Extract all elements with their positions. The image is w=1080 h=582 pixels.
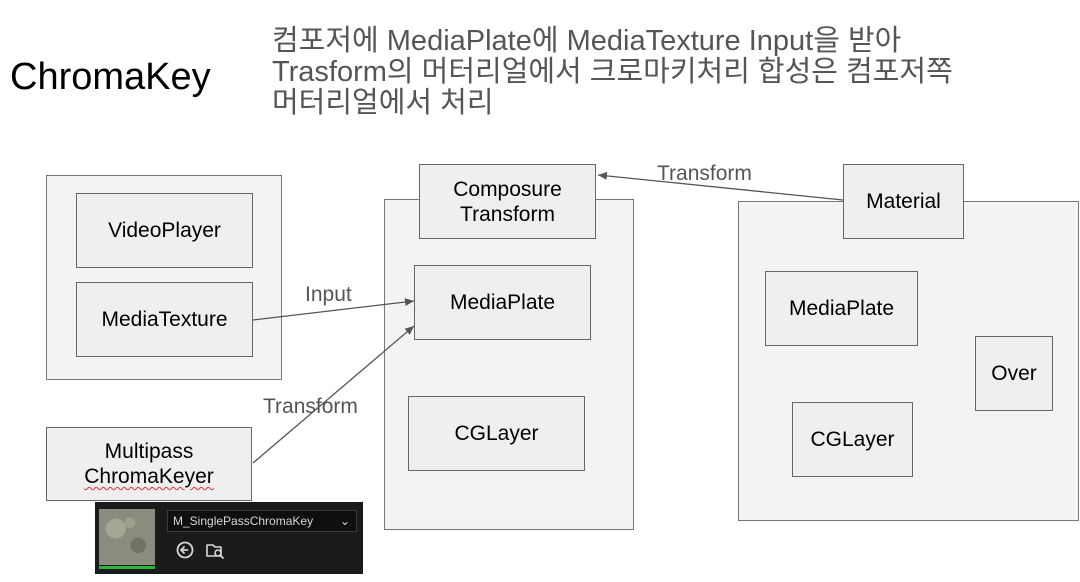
multipass-label-line1: Multipass bbox=[104, 440, 194, 463]
transform-top-edge-label: Transform bbox=[657, 162, 752, 185]
note-line-3: 머터리얼에서 처리 bbox=[272, 87, 494, 119]
asset-dropdown[interactable]: M_SinglePassChromaKey ⌄ bbox=[167, 510, 357, 532]
browse-back-icon[interactable] bbox=[175, 540, 195, 560]
media-plate-right-label: MediaPlate bbox=[788, 297, 895, 320]
note-line-2: Trasform의 머터리얼에서 크로마키처리 합성은 컴포저쪽 bbox=[272, 56, 953, 88]
chevron-down-icon: ⌄ bbox=[339, 514, 350, 528]
composure-label-line1: Composure bbox=[453, 177, 562, 201]
asset-picker-panel: M_SinglePassChromaKey ⌄ bbox=[95, 502, 363, 574]
composure-panel bbox=[384, 199, 634, 530]
material-node: Material bbox=[843, 164, 964, 239]
transform-left-arrow bbox=[252, 325, 415, 464]
diagram-title: ChromaKey bbox=[10, 56, 211, 98]
cg-layer-right-label: CGLayer bbox=[810, 428, 895, 451]
find-in-browser-icon[interactable] bbox=[205, 540, 225, 560]
media-plate-center-label: MediaPlate bbox=[449, 291, 556, 314]
input-arrow bbox=[252, 298, 415, 321]
video-player-node: VideoPlayer bbox=[76, 193, 253, 268]
composure-transform-node: Composure Transform bbox=[419, 164, 596, 239]
media-plate-center-node: MediaPlate bbox=[414, 265, 591, 340]
note-line-1: 컴포저에 MediaPlate에 MediaTexture Input을 받아 bbox=[272, 25, 902, 57]
transform-top-arrow bbox=[597, 171, 844, 201]
over-node: Over bbox=[975, 336, 1053, 411]
input-edge-label: Input bbox=[305, 283, 352, 306]
over-label: Over bbox=[991, 362, 1037, 385]
video-player-label: VideoPlayer bbox=[108, 219, 221, 242]
asset-name: M_SinglePassChromaKey bbox=[173, 514, 314, 528]
material-label: Material bbox=[866, 190, 941, 213]
cg-layer-center-node: CGLayer bbox=[408, 396, 585, 471]
cg-layer-right-node: CGLayer bbox=[792, 402, 913, 477]
transform-left-edge-label: Transform bbox=[263, 395, 358, 418]
cg-layer-center-label: CGLayer bbox=[454, 422, 539, 445]
media-plate-right-node: MediaPlate bbox=[765, 271, 918, 346]
media-texture-node: MediaTexture bbox=[76, 282, 253, 357]
multipass-label-line2: ChromaKeyer bbox=[84, 465, 214, 488]
description-note: 컴포저에 MediaPlate에 MediaTexture Input을 받아 … bbox=[272, 26, 953, 119]
thumbnail-color-bar bbox=[99, 566, 155, 569]
material-thumbnail[interactable] bbox=[99, 509, 155, 565]
composure-label-line2: Transform bbox=[460, 202, 555, 226]
multipass-chromakeyer-node: Multipass ChromaKeyer bbox=[46, 427, 252, 501]
media-texture-label: MediaTexture bbox=[101, 308, 228, 331]
